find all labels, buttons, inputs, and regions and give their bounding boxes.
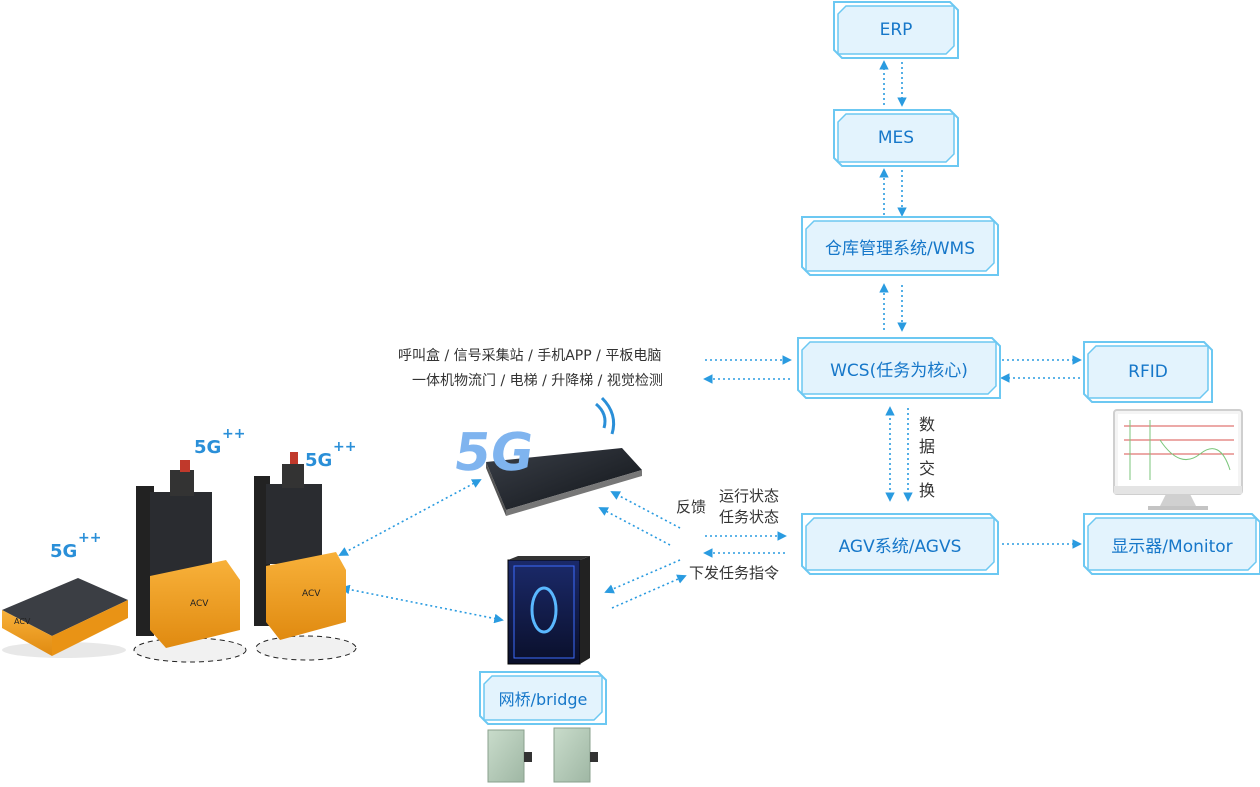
robot-brand-right: ACV — [302, 589, 321, 599]
node-rfid: RFID — [1088, 346, 1208, 398]
arrow-robot-phone — [338, 479, 482, 556]
node-rfid-label: RFID — [1128, 362, 1168, 382]
node-monitor-label: 显示器/Monitor — [1111, 536, 1233, 557]
node-wms-frame-inner — [805, 220, 995, 272]
agv-robot-left: ACV — [133, 460, 247, 663]
pc-tower — [507, 556, 590, 665]
node-rfid-frame-inner — [1087, 345, 1209, 399]
data-exchange-char-3: 交 — [918, 459, 935, 478]
node-wms-frame-outer — [801, 216, 999, 276]
agv-robot-flat: ACV — [2, 578, 128, 658]
data-exchange-char-4: 换 — [918, 481, 935, 500]
antenna-panel-left — [487, 729, 532, 783]
node-wcs-frame-inner — [801, 341, 997, 395]
badge-5g-1-plus: ++ — [78, 530, 101, 546]
node-bridge: 网桥/bridge — [484, 676, 602, 720]
arrow-dispatch-pc — [604, 559, 681, 594]
devices-label-line1: 呼叫盒 / 信号采集站 / 手机APP / 平板电脑 — [398, 348, 662, 364]
smartphone-5g: 5G — [450, 396, 642, 516]
node-wcs: WCS(任务为核心) — [802, 342, 996, 394]
arrow-pc-status — [611, 574, 687, 609]
node-mes: MES — [838, 114, 954, 162]
node-wms-label: 仓库管理系统/WMS — [825, 238, 975, 259]
node-monitor-frame-inner — [1087, 517, 1257, 571]
node-frames — [479, 1, 1260, 725]
badge-5g-2: 5G ++ — [194, 426, 245, 458]
node-bridge-frame-outer — [479, 671, 607, 725]
connectors — [338, 60, 1082, 624]
node-wcs-label: WCS(任务为核心) — [830, 360, 968, 381]
arrow-feedback-phone — [598, 507, 671, 546]
node-agvs-frame-outer — [801, 513, 999, 575]
node-agvs-frame-inner — [805, 517, 995, 571]
data-exchange-label: 数 据 交 换 — [918, 414, 936, 502]
node-wms: 仓库管理系统/WMS — [806, 221, 994, 271]
node-monitor: 显示器/Monitor — [1088, 518, 1256, 570]
node-wcs-frame-outer — [797, 337, 1001, 399]
monitor-display — [1113, 409, 1243, 510]
node-bridge-frame-inner — [483, 675, 603, 721]
node-agvs-label: AGV系统/AGVS — [838, 536, 962, 557]
node-bridge-label: 网桥/bridge — [498, 690, 588, 709]
node-mes-frame-outer — [833, 109, 959, 167]
badge-5g-3-plus: ++ — [333, 439, 356, 455]
node-erp: ERP — [838, 6, 954, 54]
badge-5g-1-text: 5G — [50, 541, 77, 562]
devices-label-line2: 一体机物流门 / 电梯 / 升降梯 / 视觉检测 — [412, 373, 663, 389]
badge-5g-2-text: 5G — [194, 437, 221, 458]
node-rfid-frame-outer — [1083, 341, 1213, 403]
badge-5g-2-plus: ++ — [222, 426, 245, 442]
badge-5g-3: 5G ++ — [305, 439, 356, 471]
node-erp-label: ERP — [879, 20, 913, 40]
robot-brand-left: ACV — [190, 599, 209, 609]
node-mes-frame-inner — [837, 113, 955, 163]
run-status-label: 运行状态 — [719, 487, 780, 505]
badge-5g-1: 5G ++ — [50, 530, 101, 562]
node-monitor-frame-outer — [1083, 513, 1260, 575]
arrow-robot-pc — [340, 584, 504, 624]
node-agvs: AGV系统/AGVS — [806, 518, 994, 570]
phone-5g-text: 5G — [450, 423, 537, 483]
dispatch-label: 下发任务指令 — [689, 564, 780, 582]
badge-5g-3-text: 5G — [305, 450, 332, 471]
data-exchange-char-2: 据 — [918, 437, 935, 456]
antenna-panel-right — [553, 727, 598, 783]
robot-brand-flat: ACV — [14, 617, 31, 626]
arrow-phone-feedback — [610, 491, 681, 529]
node-erp-frame-inner — [837, 5, 955, 55]
agv-robot-right: ACV — [254, 452, 357, 661]
node-erp-frame-outer — [833, 1, 959, 59]
task-status-label: 任务状态 — [719, 508, 780, 526]
data-exchange-char-1: 数 — [918, 415, 935, 434]
node-mes-label: MES — [877, 128, 915, 148]
feedback-label: 反馈 — [676, 498, 707, 516]
